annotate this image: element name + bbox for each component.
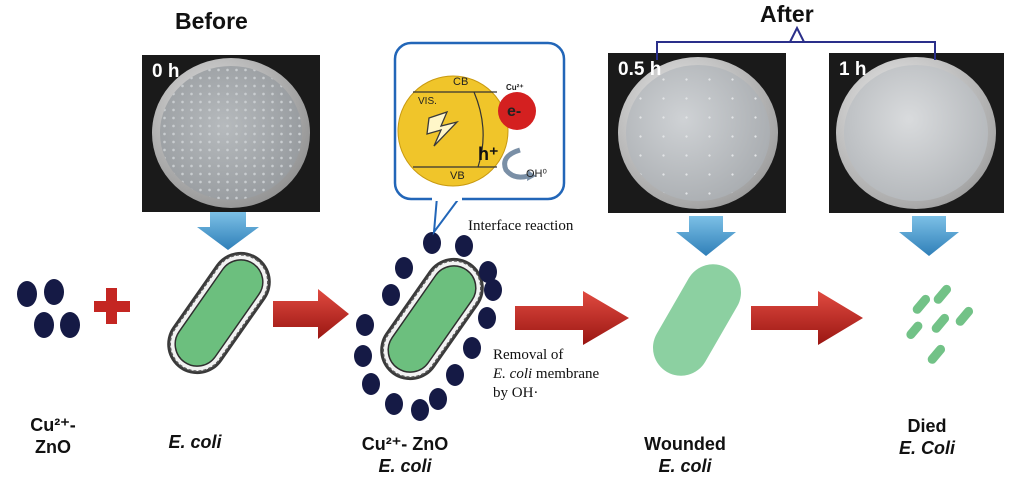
removal-membrane: membrane (532, 366, 600, 382)
cu-zno-e-coli-line-2: E. coli (378, 456, 432, 476)
e-coli-label: E. coli (168, 432, 222, 452)
e-coli-cell (167, 251, 271, 375)
cu-zno-line-2: ZnO (35, 437, 71, 457)
reaction-arrow-3 (751, 291, 863, 345)
cu-zno-e-coli-line-1: Cu²⁺- ZnO (361, 434, 449, 454)
oh-label: OH⁰ (526, 168, 547, 180)
time-label: 1 h (839, 59, 867, 80)
removal-ecoli: E. coli (493, 366, 533, 382)
reaction-arrow-2 (515, 291, 629, 345)
down-arrow-before (197, 212, 259, 250)
after-header: After (760, 1, 814, 27)
cu-ion (498, 92, 536, 130)
interface-reaction-label: Interface reaction (468, 218, 574, 234)
cu-zno-label: Cu²⁺- ZnO (18, 414, 88, 458)
sparse-colonies (626, 65, 770, 201)
died-line-2: E. Coli (898, 438, 955, 458)
time-label: 0.5 h (618, 59, 662, 80)
vis-label: VIS. (418, 96, 437, 107)
died-line-1: Died (907, 416, 947, 436)
clear-plate (844, 65, 988, 201)
removal-line-1: Removal of (493, 347, 564, 363)
time-label: 0 h (152, 61, 180, 82)
interface-inset (393, 41, 566, 236)
electron-label: e- (507, 103, 522, 120)
removal-line-2: E. coli membrane (493, 365, 599, 384)
oh-arrow-icon (502, 147, 529, 180)
wounded-line-2: E. coli (658, 456, 712, 476)
vb-label: VB (450, 170, 465, 182)
cu-zno-line-1: Cu²⁺- (30, 415, 76, 435)
down-arrow-died (899, 216, 959, 256)
hole-label: h⁺ (478, 144, 499, 164)
cu-zno-e-coli (354, 232, 502, 421)
after-bracket-tip (789, 25, 805, 43)
before-header: Before (175, 8, 248, 34)
dead-bacteria-fragments (906, 284, 974, 364)
removal-annotation: Removal of E. coli membrane by OH· (493, 346, 599, 403)
petri-photo-0-5h: 0.5 h (608, 53, 786, 213)
reaction-arrow-1 (273, 289, 349, 339)
wounded-line-1: Wounded (644, 434, 726, 454)
petri-photo-0h: 0 h (142, 55, 320, 212)
wounded-label: Wounded E. coli (630, 433, 740, 477)
plus-icon (94, 288, 130, 324)
cu-ion-label: Cu²⁺ (506, 83, 524, 92)
down-arrow-wounded (676, 216, 736, 256)
lightning-icon (426, 110, 460, 147)
removal-line-3: by OH· (493, 385, 539, 401)
cu-zno-particles (17, 279, 80, 338)
bacterial-colonies (160, 66, 302, 200)
cu-zno-e-coli-label: Cu²⁺- ZnO E. coli (345, 433, 465, 477)
petri-photo-1h: 1 h (829, 53, 1004, 213)
after-bracket (656, 41, 936, 60)
died-label: Died E. Coli (882, 415, 972, 459)
wounded-e-coli (653, 264, 741, 376)
cb-label: CB (453, 76, 469, 88)
